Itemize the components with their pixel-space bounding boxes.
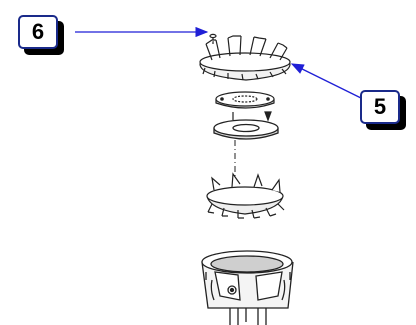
pin-part <box>264 111 272 122</box>
callout-6: 6 <box>18 15 58 49</box>
screw-part <box>209 33 217 44</box>
callout-5: 5 <box>360 90 400 124</box>
leader-arrow-5 <box>290 63 366 101</box>
ring-washer-part <box>213 119 279 140</box>
toothed-washer-part <box>215 91 275 109</box>
base-housing-part <box>201 250 294 325</box>
fan-cap-part <box>199 35 291 81</box>
impeller-part <box>206 172 285 219</box>
